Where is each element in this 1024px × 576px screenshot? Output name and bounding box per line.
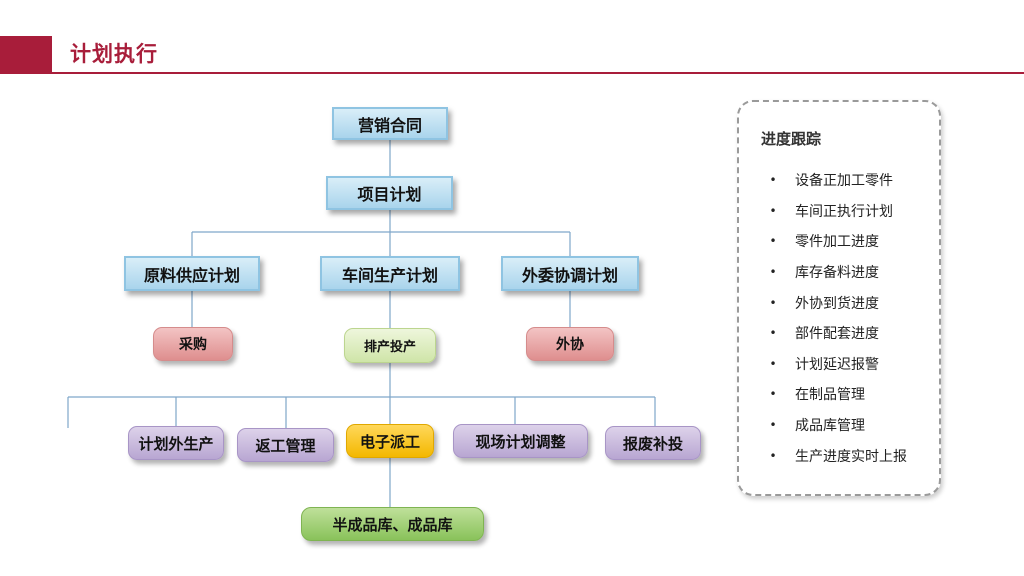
tracking-list: • 设备正加工零件 • 车间正执行计划 • 零件加工进度 • 库存备料进度 • 外协到货进…	[739, 165, 907, 471]
tracking-item-label: 外协到货进度	[795, 295, 879, 312]
list-item: • 计划延迟报警	[739, 349, 907, 380]
bullet-icon: •	[769, 234, 777, 249]
node-workshop-plan: 车间生产计划	[320, 256, 460, 291]
node-scheduling: 排产投产	[344, 328, 436, 363]
header-divider	[0, 72, 1024, 74]
tracking-item-label: 设备正加工零件	[795, 173, 893, 190]
list-item: • 在制品管理	[739, 379, 907, 410]
node-procurement: 采购	[153, 327, 233, 361]
bullet-icon: •	[769, 448, 777, 463]
list-item: • 生产进度实时上报	[739, 440, 907, 471]
list-item: • 零件加工进度	[739, 226, 907, 257]
tracking-item-label: 库存备料进度	[795, 265, 879, 282]
tracking-item-label: 零件加工进度	[795, 234, 879, 251]
bullet-icon: •	[769, 203, 777, 218]
bullet-icon: •	[769, 326, 777, 341]
bullet-icon: •	[769, 418, 777, 433]
header-accent-block	[0, 36, 52, 74]
node-project-plan: 项目计划	[326, 176, 453, 210]
node-warehouse: 半成品库、成品库	[301, 507, 484, 541]
node-outsourcing: 外协	[526, 327, 614, 361]
bullet-icon: •	[769, 387, 777, 402]
tracking-title: 进度跟踪	[761, 130, 822, 148]
node-scrap-replenish: 报废补投	[605, 426, 701, 460]
node-outsourcing-plan: 外委协调计划	[501, 256, 639, 291]
tracking-item-label: 生产进度实时上报	[795, 448, 907, 465]
tracking-item-label: 部件配套进度	[795, 326, 879, 343]
progress-tracking-panel: 进度跟踪 • 设备正加工零件 • 车间正执行计划 • 零件加工进度 • 库存备料进度 •…	[737, 100, 941, 496]
list-item: • 车间正执行计划	[739, 196, 907, 227]
tracking-item-label: 车间正执行计划	[795, 203, 893, 220]
node-external-production: 计划外生产	[128, 426, 224, 460]
tracking-item-label: 计划延迟报警	[795, 356, 879, 373]
bullet-icon: •	[769, 173, 777, 188]
node-sales-contract: 营销合同	[332, 107, 448, 140]
list-item: • 设备正加工零件	[739, 165, 907, 196]
node-onsite-adjustment: 现场计划调整	[453, 424, 588, 458]
list-item: • 部件配套进度	[739, 318, 907, 349]
node-rework: 返工管理	[237, 428, 334, 462]
list-item: • 外协到货进度	[739, 287, 907, 318]
list-item: • 库存备料进度	[739, 257, 907, 288]
node-electronic-dispatch: 电子派工	[346, 424, 434, 458]
tracking-item-label: 在制品管理	[795, 387, 865, 404]
page-title: 计划执行	[70, 42, 158, 66]
bullet-icon: •	[769, 265, 777, 280]
tracking-item-label: 成品库管理	[795, 418, 865, 435]
bullet-icon: •	[769, 356, 777, 371]
bullet-icon: •	[769, 295, 777, 310]
node-raw-material-plan: 原料供应计划	[124, 256, 260, 291]
list-item: • 成品库管理	[739, 410, 907, 441]
